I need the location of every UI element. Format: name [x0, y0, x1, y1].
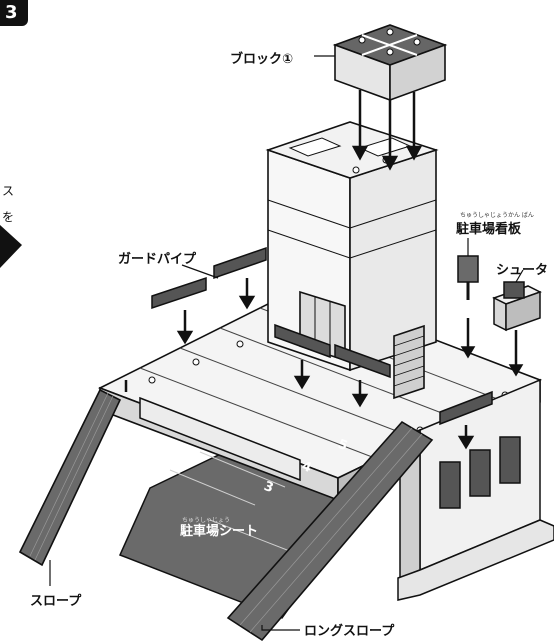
- block-1: [332, 24, 448, 102]
- next-step-arrow-icon: [0, 225, 22, 268]
- label-parking-sign-ruby: ちゅうしゃじょうかん ばん: [460, 212, 534, 219]
- guard-pipes: [151, 246, 493, 450]
- leader-lines: [49, 55, 524, 631]
- label-block-1: ブロック①: [230, 52, 294, 67]
- lower-shop: [139, 378, 554, 601]
- label-shutter: シュータ: [496, 263, 549, 278]
- left-text-fragment-2: を: [2, 210, 15, 224]
- label-parking-sign: 駐車場看板: [456, 222, 522, 237]
- step-number: 3: [5, 2, 18, 23]
- slope: [18, 380, 128, 567]
- label-long-slope: ロングスロープ: [304, 624, 395, 639]
- block-1-arrows: [351, 90, 423, 171]
- left-text-fragment-1: ス: [2, 184, 15, 198]
- label-parking-sheet: 駐車場シート: [180, 524, 259, 539]
- label-parking-sheet-ruby: ちゅうしゃじょう: [182, 517, 231, 524]
- parking-sign-part: [457, 255, 479, 359]
- shutter-part: [492, 281, 542, 377]
- label-slope: スロープ: [30, 594, 82, 609]
- label-guard-pipe: ガードパイプ: [118, 252, 197, 267]
- long-slope: [226, 420, 434, 642]
- step-badge: 3: [0, 0, 28, 26]
